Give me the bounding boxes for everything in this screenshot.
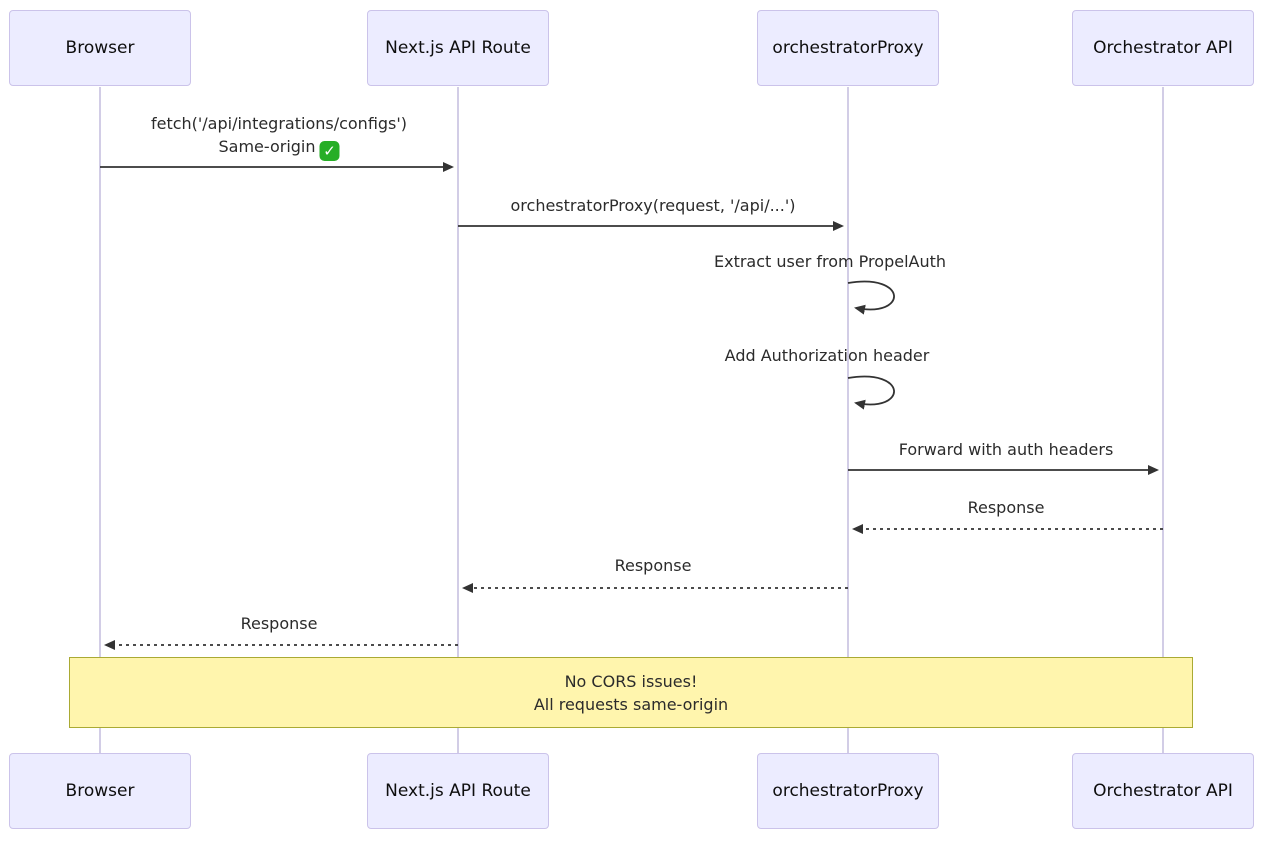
message-label-response-3: Response (240, 614, 318, 633)
note-line-1: No CORS issues! (564, 671, 698, 691)
self-loop-extract-user (847, 280, 895, 315)
message-label-response-1: Response (967, 498, 1045, 517)
actor-top-orchestrator-api: Orchestrator API (1072, 10, 1254, 86)
message-label-response-2: Response (614, 556, 692, 575)
message-label-forward: Forward with auth headers (898, 440, 1114, 459)
actor-top-orchestrator-proxy: orchestratorProxy (757, 10, 939, 86)
same-origin-text: Same-origin (218, 137, 316, 156)
message-label-fetch-line2: Same-origin✓ (218, 135, 340, 161)
actor-bottom-browser: Browser (9, 753, 191, 829)
message-label-fetch-line1: fetch('/api/integrations/configs') (150, 114, 408, 133)
message-label-proxy-call: orchestratorProxy(request, '/api/...') (510, 196, 796, 215)
message-label-extract-user: Extract user from PropelAuth (713, 252, 947, 271)
message-label-add-auth-header: Add Authorization header (724, 346, 930, 365)
actor-bottom-nextjs-api-route: Next.js API Route (367, 753, 549, 829)
self-loop-add-auth-header (847, 375, 895, 410)
note-line-2: All requests same-origin (533, 694, 729, 714)
check-icon: ✓ (319, 141, 340, 161)
actor-top-nextjs-api-route: Next.js API Route (367, 10, 549, 86)
note-no-cors: No CORS issues! All requests same-origin (69, 657, 1193, 728)
actor-bottom-orchestrator-proxy: orchestratorProxy (757, 753, 939, 829)
actor-top-browser: Browser (9, 10, 191, 86)
actor-bottom-orchestrator-api: Orchestrator API (1072, 753, 1254, 829)
